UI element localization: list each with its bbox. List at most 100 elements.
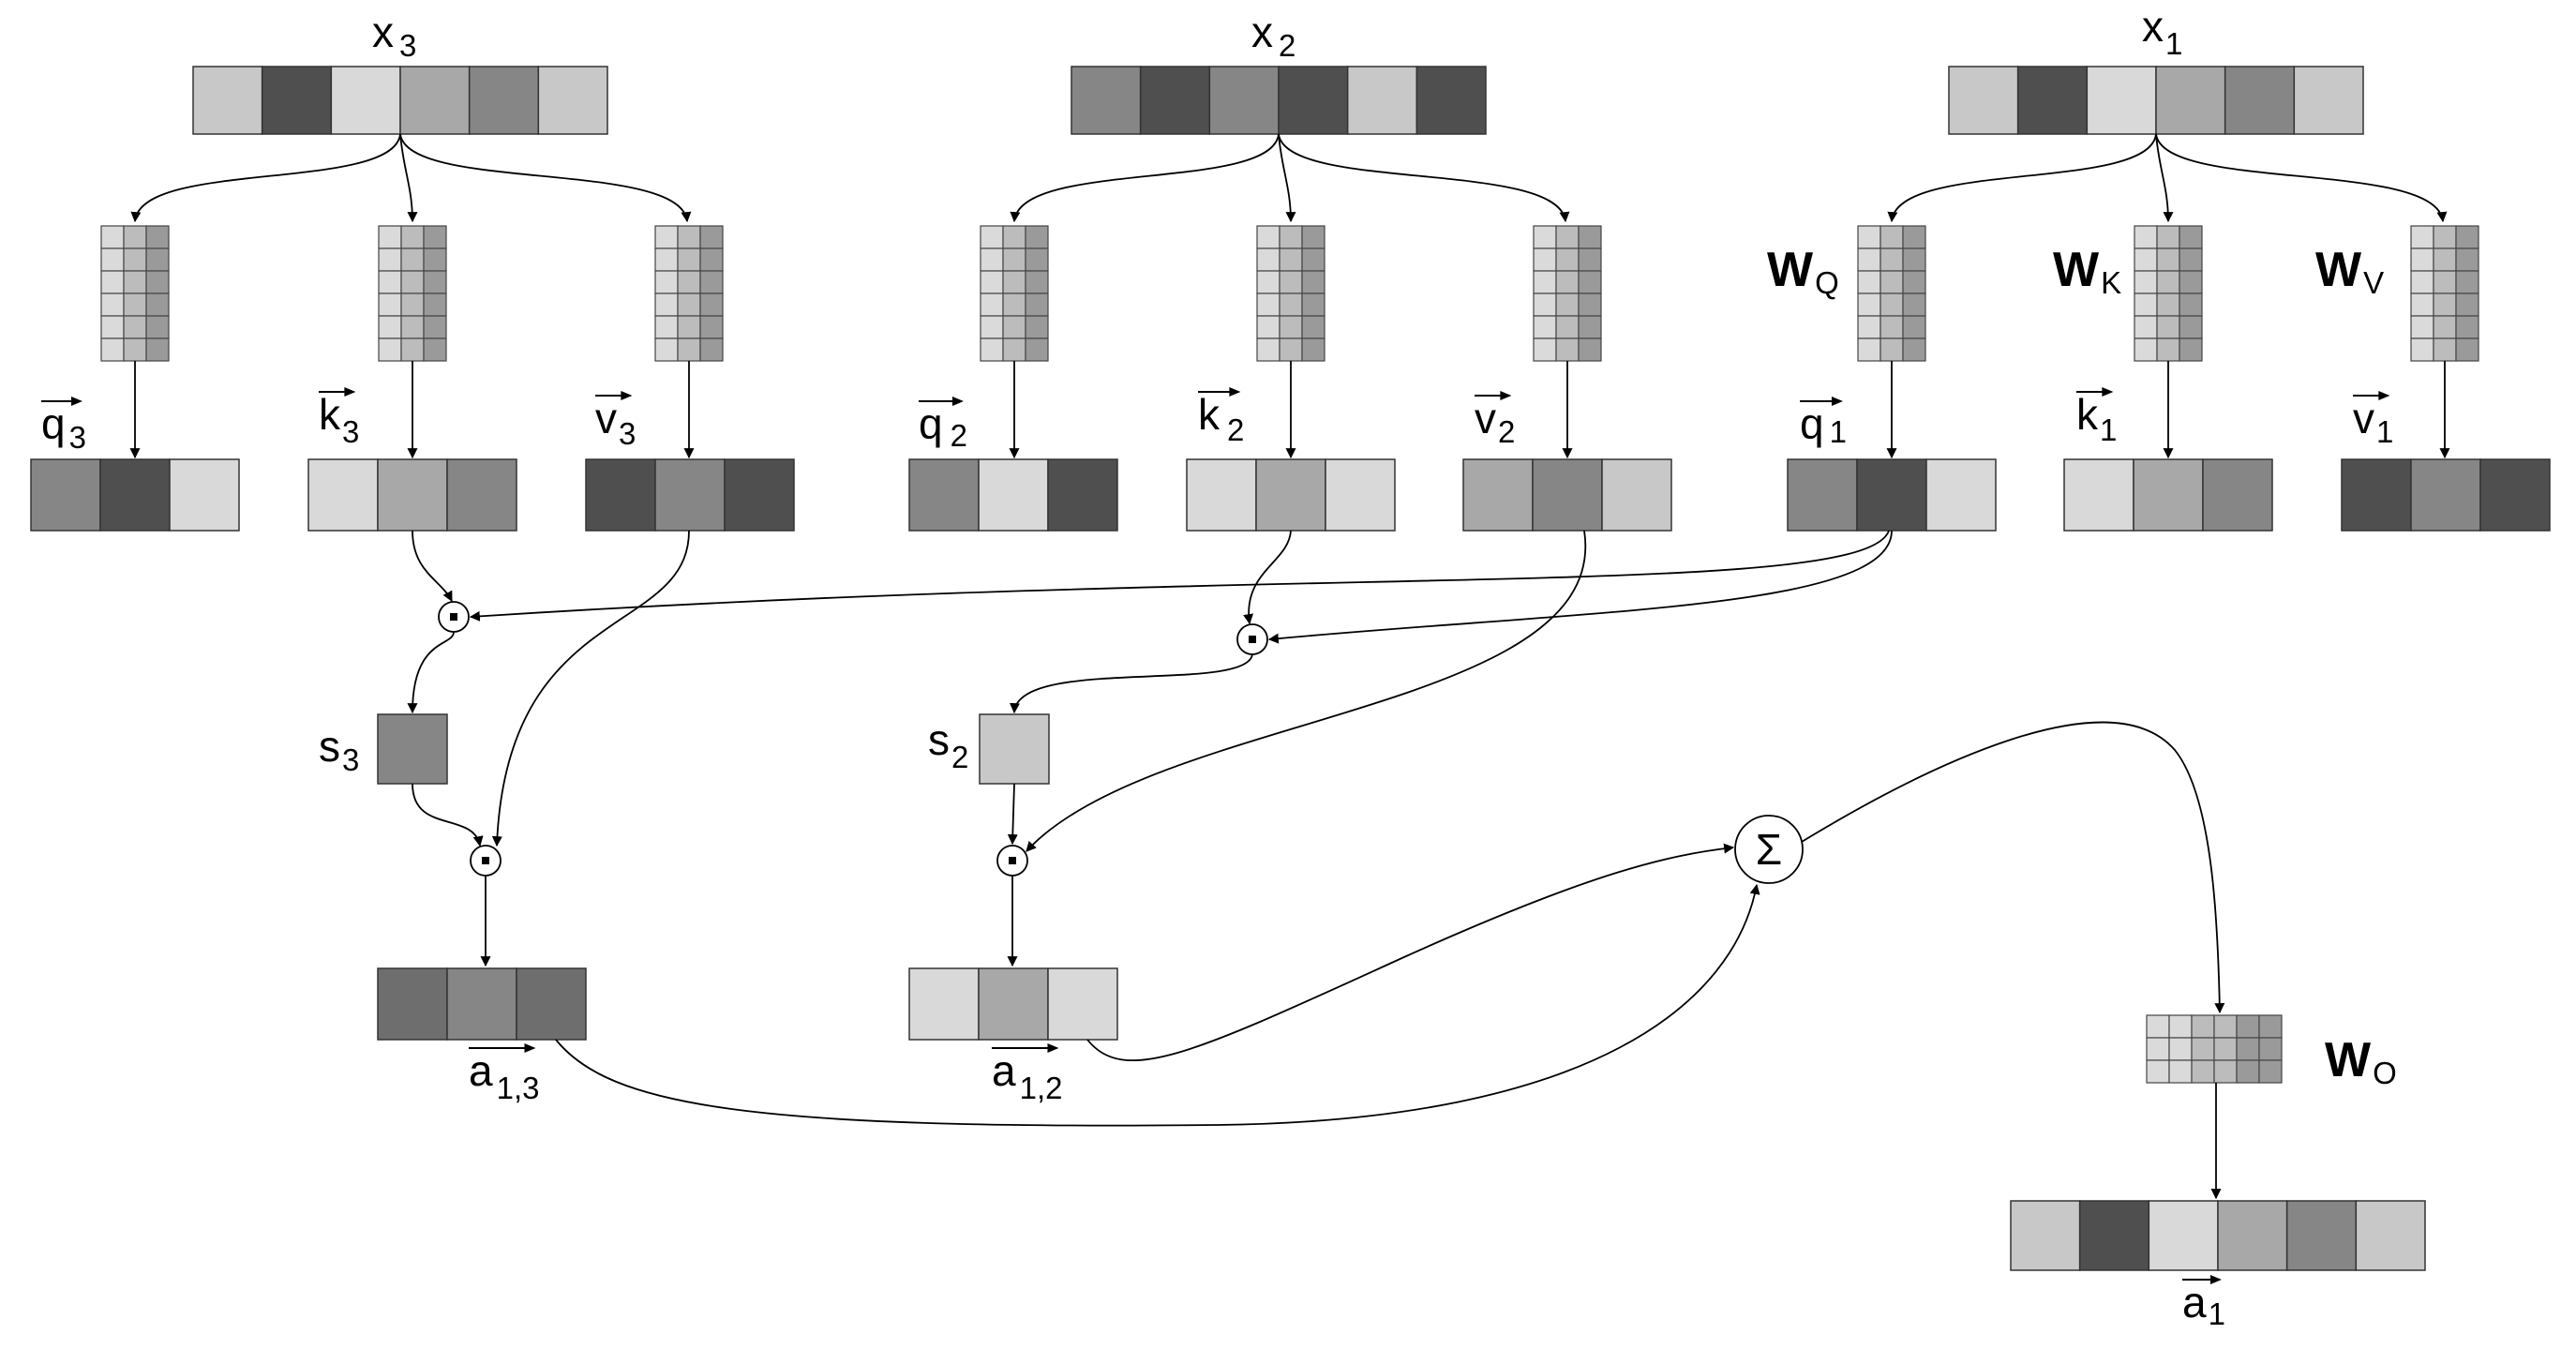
vector-cell — [2410, 458, 2481, 532]
matrix-cell — [1002, 315, 1026, 339]
matrix-cell — [677, 315, 701, 339]
edge-dot3-s3 — [407, 631, 455, 714]
vector-cell — [1255, 458, 1326, 532]
vector-cell — [654, 458, 726, 532]
matrix-cell — [2156, 270, 2180, 294]
weight-matrix-k-2 — [1256, 225, 1325, 362]
vector-cell — [307, 458, 379, 532]
matrix-cell — [1555, 315, 1580, 339]
vector-cell — [1325, 458, 1396, 532]
matrix-cell — [980, 225, 1004, 249]
matrix-cell — [2258, 1037, 2283, 1061]
matrix-cell — [1533, 337, 1557, 362]
matrix-cell — [2455, 247, 2479, 272]
matrix-cell — [1279, 270, 1303, 294]
matrix-cell — [1301, 337, 1325, 362]
matrix-cell — [1902, 337, 1926, 362]
matrix-cell — [677, 337, 701, 362]
matrix-cell — [1533, 270, 1557, 294]
matrix-cell — [1256, 225, 1281, 249]
weight-matrix-v-1 — [2410, 225, 2479, 362]
matrix-cell — [699, 247, 724, 272]
weight-matrix-k-3 — [378, 225, 447, 362]
matrix-cell — [2433, 225, 2457, 249]
matrix-cell — [1025, 315, 1049, 339]
vector-cell — [2133, 458, 2204, 532]
weight-matrix-q-1 — [1857, 225, 1926, 362]
weight-matrix-v-3 — [654, 225, 724, 362]
vector-arrowhead-icon — [2378, 391, 2390, 400]
vector-cell — [1787, 458, 1858, 532]
matrix-cell — [2179, 247, 2203, 272]
vector-cell — [978, 967, 1049, 1041]
matrix-cell — [2179, 337, 2203, 362]
matrix-cell — [423, 292, 447, 317]
matrix-cell — [123, 247, 147, 272]
matrix-cell — [2146, 1014, 2170, 1039]
vector-label-k1: k1 — [2076, 387, 2117, 447]
matrix-cell — [980, 292, 1004, 317]
matrix-cell — [378, 315, 402, 339]
matrix-cell — [1256, 292, 1281, 317]
matrix-cell — [1256, 337, 1281, 362]
input-branches — [130, 133, 2448, 223]
matrix-cell — [1555, 247, 1580, 272]
vector-cell — [908, 967, 980, 1041]
vector-cell — [446, 458, 517, 532]
weight-matrix-k-1 — [2134, 225, 2203, 362]
matrix-cell — [123, 315, 147, 339]
weighted-vector-a12 — [908, 967, 1118, 1041]
matrix-cell — [1555, 337, 1580, 362]
matrix-cell — [2168, 1014, 2193, 1039]
matrix-cell — [145, 315, 170, 339]
matrix-cell — [1578, 337, 1602, 362]
matrix-cell — [2134, 292, 2158, 317]
weight-label-wq: WQ — [1767, 243, 1839, 300]
matrix-cell — [699, 292, 724, 317]
vector-cell — [1139, 66, 1211, 135]
vector-cell — [2285, 1200, 2358, 1271]
sum-symbol: Σ — [1756, 825, 1782, 874]
matrix-cell — [1025, 337, 1049, 362]
matrix-cell — [1279, 315, 1303, 339]
vector-cell — [1047, 458, 1118, 532]
matrix-cell — [1880, 315, 1904, 339]
vector-cell — [1278, 66, 1349, 135]
vector-cell — [2217, 1200, 2288, 1271]
matrix-cell — [1025, 225, 1049, 249]
edge-sum-wo — [1801, 721, 2225, 1014]
matrix-cell — [1025, 247, 1049, 272]
scale-op-2 — [996, 845, 1028, 877]
matrix-cell — [677, 292, 701, 317]
input-vector-x1 — [1948, 66, 2364, 135]
svg-text:a1,2: a1,2 — [992, 1046, 1062, 1105]
matrix-cell — [1533, 225, 1557, 249]
score-label-s3: s3 — [319, 722, 359, 777]
vector-v1 — [2341, 458, 2551, 532]
edge-q1-dot2 — [1267, 530, 1893, 644]
matrix-cell — [677, 247, 701, 272]
edge-a12-sum — [1086, 843, 1735, 1062]
matrix-cell — [1578, 292, 1602, 317]
vector-cell — [1601, 458, 1672, 532]
vector-arrowhead-icon — [621, 391, 633, 400]
matrix-cell — [980, 247, 1004, 272]
matrix-cell — [2455, 225, 2479, 249]
vector-cell — [1071, 66, 1142, 135]
matrix-cell — [699, 337, 724, 362]
matrix-cell — [1857, 337, 1881, 362]
matrix-cell — [1578, 247, 1602, 272]
matrix-cell — [1533, 315, 1557, 339]
matrix-cell — [1902, 270, 1926, 294]
vector-cell — [169, 458, 240, 532]
weight-label-wk: WK — [2053, 243, 2121, 300]
matrix-cell — [1301, 270, 1325, 294]
matrix-cell — [123, 292, 147, 317]
edge-v3-scale3 — [491, 530, 690, 847]
matrix-cell — [1555, 225, 1580, 249]
vector-cell — [1462, 458, 1534, 532]
matrix-cell — [2134, 247, 2158, 272]
